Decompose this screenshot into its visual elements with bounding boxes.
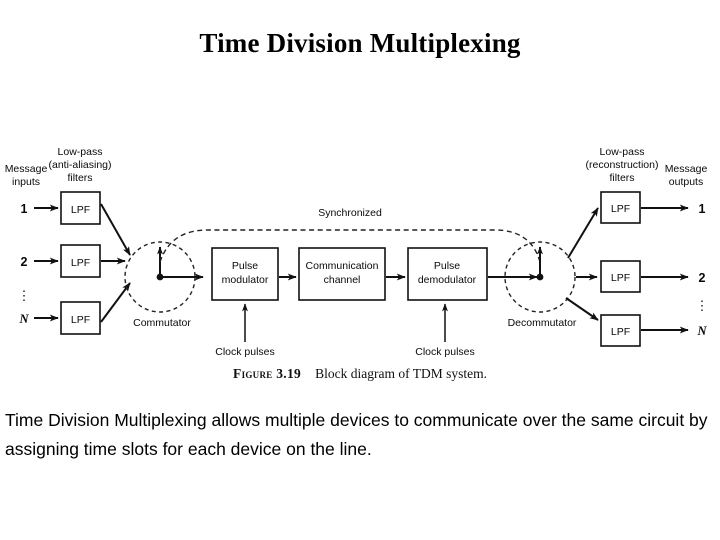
- decommutator-label: Decommutator: [508, 317, 577, 329]
- output-channel-label-1: 1: [699, 202, 706, 216]
- output-lpf-label-2: LPF: [611, 272, 630, 284]
- figure-caption: Figure 3.19 Block diagram of TDM system.: [0, 366, 720, 382]
- synchronized-label: Synchronized: [318, 207, 382, 219]
- synchronization-dashed-link: [159, 229, 541, 263]
- output-lpf-label-1: LPF: [611, 203, 630, 215]
- commutator-feed-1: [100, 203, 131, 256]
- output-channel-label-n: N: [696, 324, 707, 338]
- communication-channel-label-line2: channel: [324, 274, 361, 286]
- pulse-demodulator-label-line1: Pulse: [434, 260, 460, 272]
- tdm-block-diagram: Message inputs Low-pass (anti-aliasing) …: [0, 130, 720, 400]
- decommutator-circle: [504, 241, 576, 313]
- pulse-demodulator-label-line2: demodulator: [418, 274, 477, 286]
- page-title: Time Division Multiplexing: [199, 28, 521, 58]
- input-filters-label-line2: (anti-aliasing): [48, 159, 111, 171]
- output-channel-label-2: 2: [699, 271, 706, 285]
- input-channel-label-n: N: [18, 312, 29, 326]
- message-inputs-label-line1: Message: [5, 163, 48, 175]
- pulse-modulator-label-line2: modulator: [222, 274, 269, 286]
- input-channel-label-1: 1: [21, 202, 28, 216]
- decommutator-feed-1: [567, 207, 599, 259]
- input-filters-label-line1: Low-pass: [58, 146, 103, 158]
- input-lpf-label-n: LPF: [71, 314, 90, 326]
- output-lpf-box-2: [600, 260, 641, 293]
- pulse-modulator-box: [211, 247, 279, 301]
- input-lpf-box-n: [60, 301, 101, 335]
- input-lpf-label-1: LPF: [71, 204, 90, 216]
- commutator-feed-n: [100, 282, 131, 323]
- message-outputs-label-line2: outputs: [669, 176, 703, 188]
- communication-channel-label-line1: Communication: [306, 260, 379, 272]
- input-lpf-box-1: [60, 191, 101, 225]
- input-lpf-box-2: [60, 244, 101, 278]
- decommutator-feed-n: [565, 297, 599, 321]
- communication-channel-box: [298, 247, 386, 301]
- input-channel-label-2: 2: [21, 255, 28, 269]
- pulse-demodulator-box: [407, 247, 488, 301]
- output-filters-label-line2: (reconstruction): [586, 159, 659, 171]
- figure-caption-label: Figure 3.19: [233, 366, 302, 381]
- output-ellipsis: ⋮: [696, 298, 709, 313]
- slide-body-text: Time Division Multiplexing allows multip…: [5, 410, 708, 459]
- message-inputs-label-line2: inputs: [12, 176, 40, 188]
- message-outputs-label-line1: Message: [665, 163, 708, 175]
- figure-caption-text: Block diagram of TDM system.: [315, 366, 487, 381]
- input-ellipsis: ⋮: [18, 288, 31, 303]
- input-lpf-label-2: LPF: [71, 257, 90, 269]
- clock-pulses-label-left: Clock pulses: [215, 346, 275, 358]
- output-lpf-box-n: [600, 314, 641, 347]
- input-filters-label-line3: filters: [67, 172, 92, 184]
- output-filters-label-line1: Low-pass: [600, 146, 645, 158]
- output-lpf-label-n: LPF: [611, 326, 630, 338]
- commutator-label: Commutator: [133, 317, 191, 329]
- pulse-modulator-label-line1: Pulse: [232, 260, 258, 272]
- output-lpf-box-1: [600, 191, 641, 224]
- output-filters-label-line3: filters: [609, 172, 634, 184]
- clock-pulses-label-right: Clock pulses: [415, 346, 475, 358]
- decommutator-hub: [536, 273, 544, 281]
